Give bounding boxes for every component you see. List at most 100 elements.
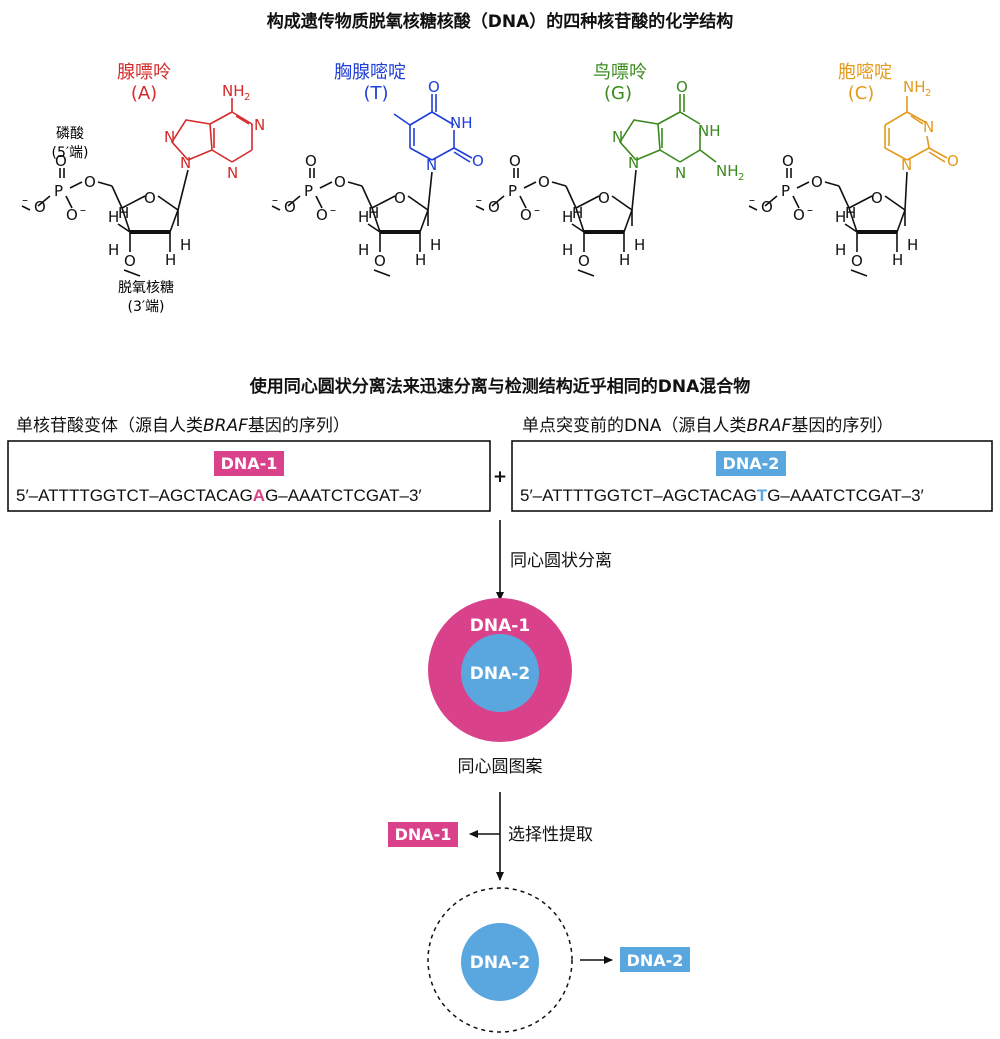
base-letter: (A) <box>131 83 157 104</box>
thymine-atoms: O NH O N <box>426 78 484 174</box>
left-box <box>7 440 491 512</box>
dna2-badge-label: DNA-2 <box>723 454 780 473</box>
svg-text:N: N <box>227 164 238 182</box>
right-box-heading: 单点突变前的DNA（源自人类BRAF基因的序列） <box>522 416 893 436</box>
svg-text:N: N <box>426 156 437 174</box>
svg-text:O: O <box>472 152 484 170</box>
sugar-end-label: (3′端) <box>127 299 164 315</box>
svg-text:O: O <box>520 206 532 224</box>
svg-text:O: O <box>84 173 96 191</box>
svg-text:H: H <box>358 208 369 226</box>
svg-text:H: H <box>415 251 426 269</box>
svg-text:N: N <box>901 156 912 174</box>
svg-text:N: N <box>628 154 639 172</box>
svg-text:P: P <box>54 182 63 200</box>
phosphate-end-label: (5′端) <box>51 145 88 161</box>
dna2-badge <box>716 451 786 476</box>
top-title: 构成遗传物质脱氧核糖核酸（DNA）的四种核苷酸的化学结构 <box>267 11 734 32</box>
final-dna2-label: DNA-2 <box>627 951 684 970</box>
svg-text:O: O <box>676 78 688 96</box>
extracted-dna1-label: DNA-1 <box>395 825 452 844</box>
svg-text:N: N <box>923 118 934 136</box>
svg-text:H: H <box>180 236 191 254</box>
sugar-phosphate <box>271 168 429 277</box>
svg-text:NH: NH <box>903 78 926 96</box>
svg-text:O: O <box>66 206 78 224</box>
svg-text:H: H <box>165 251 176 269</box>
svg-text:O: O <box>488 198 500 216</box>
svg-text:NH: NH <box>222 82 245 100</box>
svg-text:H: H <box>430 236 441 254</box>
dna1-badge <box>214 451 284 476</box>
svg-text:H: H <box>835 208 846 226</box>
svg-text:N: N <box>675 164 686 182</box>
sugar-atoms: O P O O O O – – H H O H H H <box>22 152 191 270</box>
svg-text:H: H <box>634 236 645 254</box>
base-letter: (C) <box>848 83 875 104</box>
inner-circle-dna2 <box>461 634 539 712</box>
pattern-label: 同心圆图案 <box>458 757 543 777</box>
svg-text:H: H <box>368 204 379 222</box>
dna1-sequence: 5′–ATTTTGGTCT–AGCTACAGAG–AAATCTCGAT–3′ <box>16 486 422 505</box>
cytosine-ring <box>884 96 948 163</box>
svg-text:O: O <box>124 252 136 270</box>
svg-text:H: H <box>118 204 129 222</box>
guanine-atoms: O NH N N N NH 2 <box>612 78 744 183</box>
svg-text:H: H <box>835 241 846 259</box>
svg-text:P: P <box>508 182 517 200</box>
svg-text:O: O <box>305 152 317 170</box>
base-letter: (G) <box>604 83 632 104</box>
svg-text:O: O <box>538 173 550 191</box>
svg-text:H: H <box>892 251 903 269</box>
svg-text:O: O <box>811 173 823 191</box>
svg-text:H: H <box>845 204 856 222</box>
svg-text:O: O <box>947 152 959 170</box>
right-box <box>511 440 993 512</box>
inner-circle-label: DNA-2 <box>470 664 530 684</box>
nucleotide-guanine: 鸟嘌呤 (G) O NH N N N NH 2 <box>475 62 744 277</box>
svg-text:–: – <box>534 203 540 217</box>
outer-ring-label: DNA-1 <box>470 616 530 636</box>
svg-text:O: O <box>509 152 521 170</box>
thymine-ring <box>393 94 473 163</box>
svg-text:O: O <box>284 198 296 216</box>
svg-text:H: H <box>907 236 918 254</box>
svg-text:O: O <box>316 206 328 224</box>
dashed-outer-ring <box>427 887 573 1033</box>
sugar-phosphate <box>475 168 633 277</box>
base-name: 腺嘌呤 <box>117 62 171 83</box>
svg-text:H: H <box>358 241 369 259</box>
extracted-dna1-badge <box>388 822 458 847</box>
svg-text:NH: NH <box>450 114 473 132</box>
base-name: 胞嘧啶 <box>838 62 892 83</box>
svg-text:–: – <box>476 193 482 207</box>
svg-text:–: – <box>80 203 86 217</box>
svg-text:O: O <box>851 252 863 270</box>
sugar-atoms: O P O O O O – – H H O H H H <box>749 152 918 270</box>
sugar-phosphate <box>21 168 179 277</box>
svg-text:–: – <box>272 193 278 207</box>
dna1-badge-label: DNA-1 <box>221 454 278 473</box>
svg-text:N: N <box>254 116 265 134</box>
left-box-heading: 单核苷酸变体（源自人类BRAF基因的序列） <box>16 416 350 436</box>
svg-text:O: O <box>394 189 406 207</box>
svg-text:N: N <box>180 154 191 172</box>
svg-text:H: H <box>562 241 573 259</box>
phosphate-label: 磷酸 <box>56 126 84 142</box>
remaining-dna2-circle <box>461 923 539 1001</box>
adenine-ring <box>171 98 253 163</box>
svg-text:O: O <box>34 198 46 216</box>
base-name: 鸟嘌呤 <box>593 62 647 83</box>
nucleotide-cytosine: 胞嘧啶 (C) NH 2 N O N <box>748 62 959 277</box>
sugar-label: 脱氧核糖 <box>118 280 174 296</box>
dna2-sequence: 5′–ATTTTGGTCT–AGCTACAGTG–AAATCTCGAT–3′ <box>520 486 924 505</box>
svg-text:2: 2 <box>925 88 931 99</box>
svg-text:P: P <box>304 182 313 200</box>
nucleotide-adenine: 腺嘌呤 (A) NH 2 N N N N <box>21 62 265 315</box>
guanine-ring <box>619 94 717 163</box>
plus-sign: + <box>493 467 507 487</box>
svg-text:O: O <box>428 78 440 96</box>
sugar-atoms: O P O O O O – – H H O H H H <box>476 152 645 270</box>
svg-text:H: H <box>562 208 573 226</box>
